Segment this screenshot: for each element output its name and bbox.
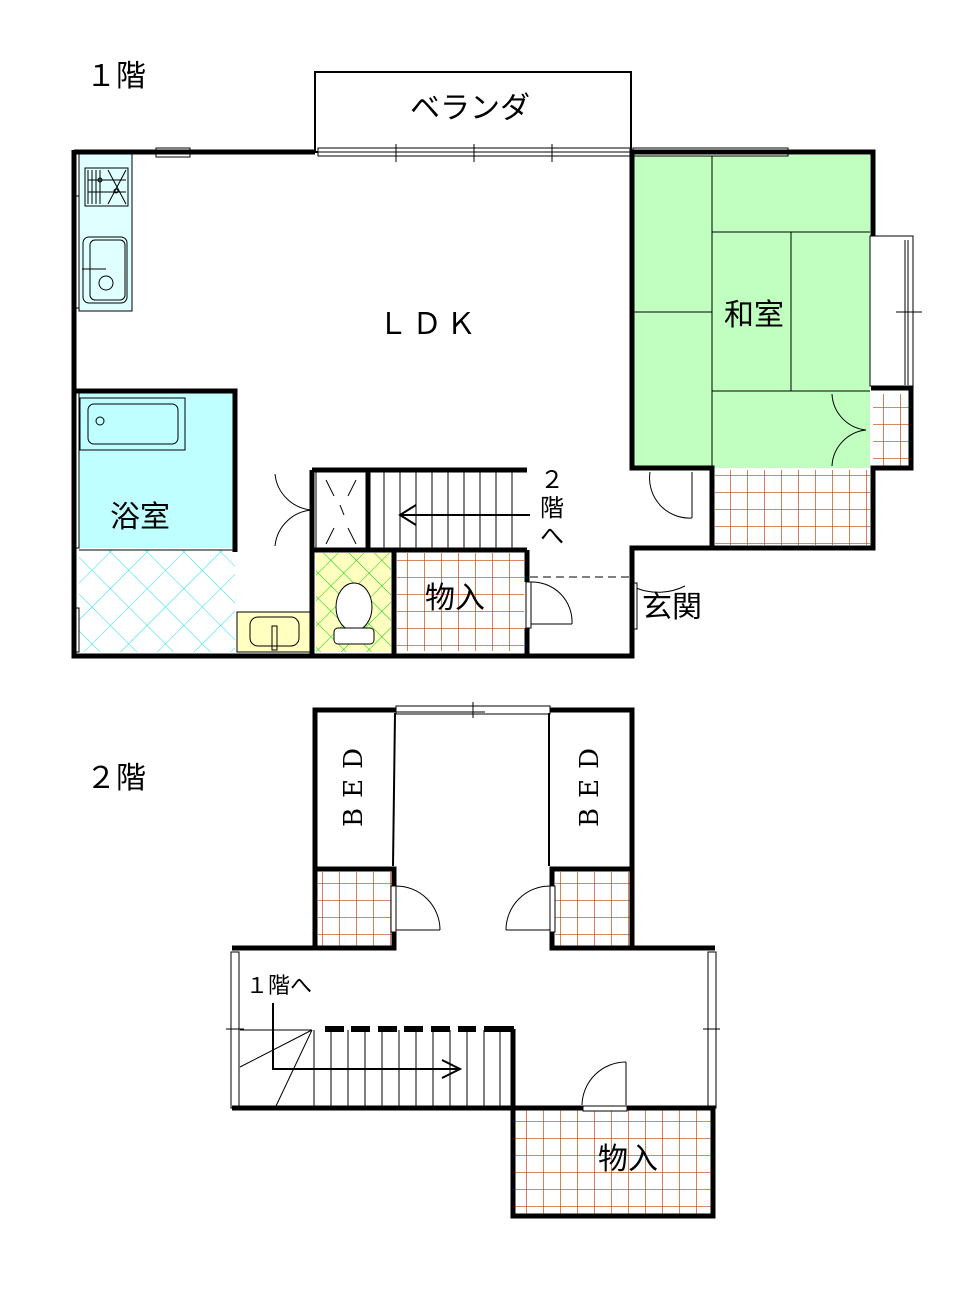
veranda-label: ベランダ (410, 91, 530, 126)
closet-2f-left (318, 872, 394, 946)
stairs-up-char-1: ２ (540, 466, 564, 494)
bath-label: 浴室 (110, 500, 170, 535)
closet-double-door (831, 393, 867, 467)
stairs-up-char-2: 階 (540, 494, 564, 522)
bath-floor (79, 393, 233, 548)
walls-1f (71, 149, 914, 659)
stairs-up-char-3: へ (540, 522, 564, 550)
stove-icon (84, 167, 129, 207)
floor-2-title: ２階 (86, 761, 146, 796)
stair-handrail-dashes (325, 1026, 514, 1032)
washroom-floor (79, 550, 235, 652)
stairs-up-label: ２ 階 へ (540, 466, 564, 550)
closet-2f-right (555, 872, 631, 946)
floor-2 (226, 702, 720, 1219)
stairs-down-label: １階へ (246, 974, 313, 999)
toilet-icon (333, 582, 375, 645)
walls-2f (232, 707, 716, 1219)
wash-basin-icon (249, 616, 300, 651)
sink-icon (82, 236, 128, 304)
bathtub-icon (79, 397, 186, 451)
bed-left-label: BED (339, 738, 369, 827)
window-2f-top (395, 702, 551, 718)
floor-1 (71, 71, 922, 659)
storage-1f (397, 553, 524, 651)
staircase-2f (239, 1003, 501, 1107)
ldk-label: ＬＤＫ (378, 307, 480, 342)
staircase-1f (315, 471, 530, 551)
folding-door (274, 473, 313, 547)
storage-2f-label: 物入 (598, 1142, 658, 1177)
floor-1-title: １階 (86, 59, 146, 94)
bed-partitions (392, 712, 550, 867)
storage-1f-label: 物入 (425, 581, 485, 616)
tatami-lines (632, 155, 870, 468)
bed-right-label: BED (575, 738, 605, 827)
veranda (314, 71, 632, 153)
storage-2f (515, 1110, 711, 1215)
washitsu-small-closet (873, 394, 909, 466)
entrance-label: 玄関 (642, 590, 702, 625)
washitsu-closet (715, 470, 870, 545)
washitsu-label: 和室 (724, 298, 784, 333)
windows-2f-side (226, 951, 720, 1112)
kitchen-counter (78, 153, 133, 312)
washitsu-window (869, 235, 922, 387)
